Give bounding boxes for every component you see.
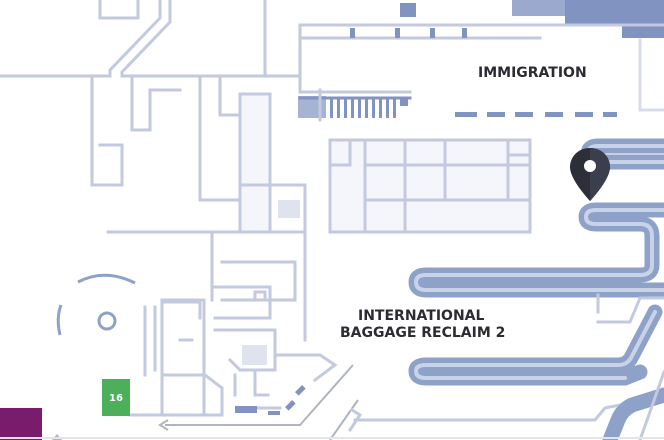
baggage-reclaim-label-line1: INTERNATIONAL: [358, 308, 484, 324]
baggage-belts: [353, 138, 664, 440]
central-rooms: [328, 138, 532, 234]
purple-area-block: [0, 408, 42, 440]
left-walls: [0, 0, 322, 342]
map-pin-icon[interactable]: [570, 148, 610, 201]
lower-left-walls: [56, 273, 363, 440]
baggage-reclaim-label-line2: BAGGAGE RECLAIM 2: [340, 325, 505, 341]
gate-label: 16: [109, 393, 123, 404]
immigration-label: IMMIGRATION: [478, 65, 587, 81]
gate-16-marker[interactable]: 16: [102, 379, 130, 416]
